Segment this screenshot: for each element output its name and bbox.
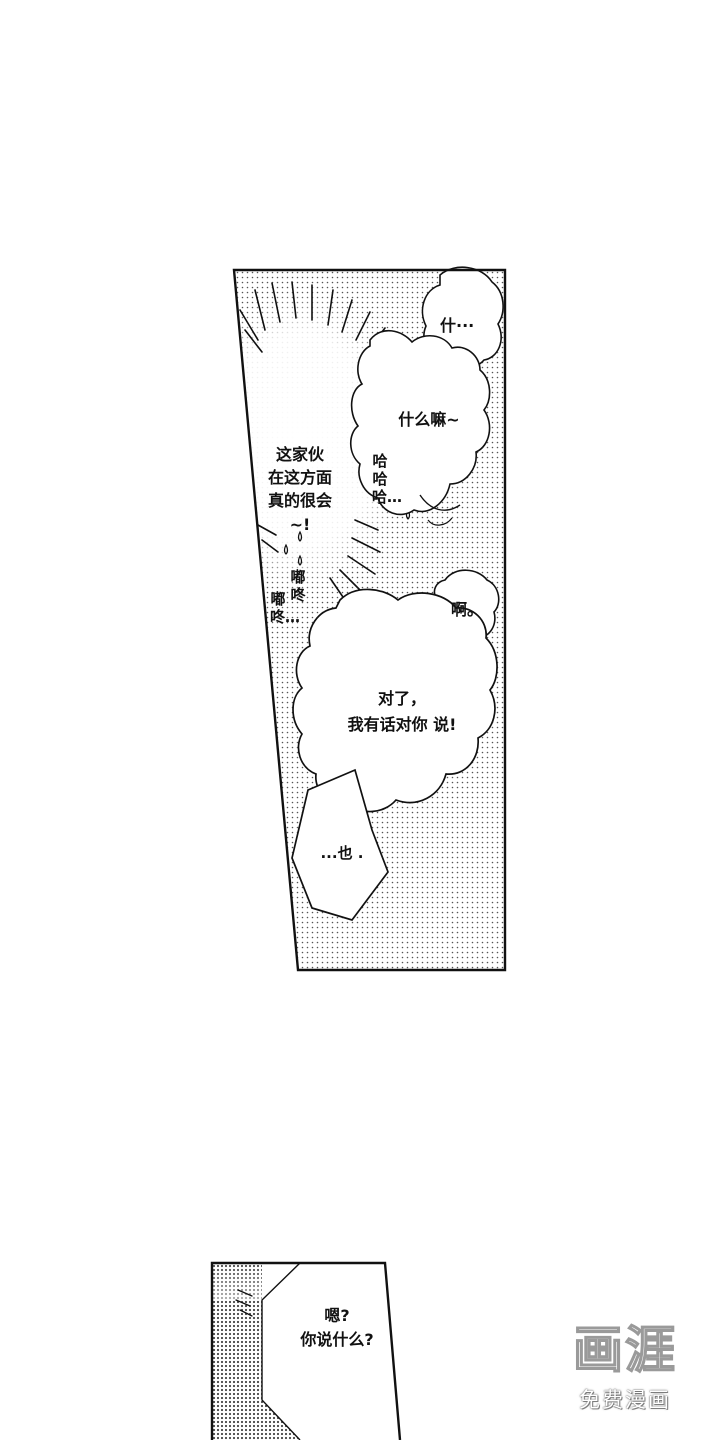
bubble-duile-text: 对了， 我有话对你 说! xyxy=(347,689,457,734)
bubble-shi-text: 什··· xyxy=(440,316,475,335)
panel-2-light-area xyxy=(262,1263,400,1440)
panel-2 xyxy=(210,1261,402,1440)
bubble-shenme-text: 什么嘛~ xyxy=(398,410,460,429)
panel-2-top-fade xyxy=(212,1263,300,1300)
panel-2-bubble-text: 嗯? 你说什么? xyxy=(300,1306,374,1349)
watermark-subtitle: 免费漫画 xyxy=(579,1388,671,1412)
sfx-du-1: 嘟咚 xyxy=(290,568,306,604)
bubble-shenme xyxy=(349,330,491,516)
panel-2-border xyxy=(210,1261,402,1440)
bubble-ye xyxy=(291,768,389,921)
watermark-logo-text: 画涯 xyxy=(573,1321,677,1378)
panel-1-border xyxy=(232,268,507,972)
watermark-logo: 画涯 xyxy=(572,1320,677,1378)
panel-2-wall-edge xyxy=(261,1262,301,1440)
panel-1 xyxy=(190,266,507,972)
narration-text: 这家伙 在这方面 真的很会 ~! xyxy=(267,445,332,534)
watermark: 画涯 免费漫画 xyxy=(560,1320,690,1435)
sfx-haha: 哈哈哈… xyxy=(372,452,403,506)
sfx-du-2: 嘟咚… xyxy=(270,590,301,626)
bubble-duile xyxy=(292,588,498,813)
burst-glow xyxy=(190,290,410,590)
bubble-a-text: 啊。 xyxy=(450,600,483,619)
bubble-ye-text: ...也 . xyxy=(320,844,364,862)
panel-2-hatch-lines xyxy=(235,1289,253,1317)
